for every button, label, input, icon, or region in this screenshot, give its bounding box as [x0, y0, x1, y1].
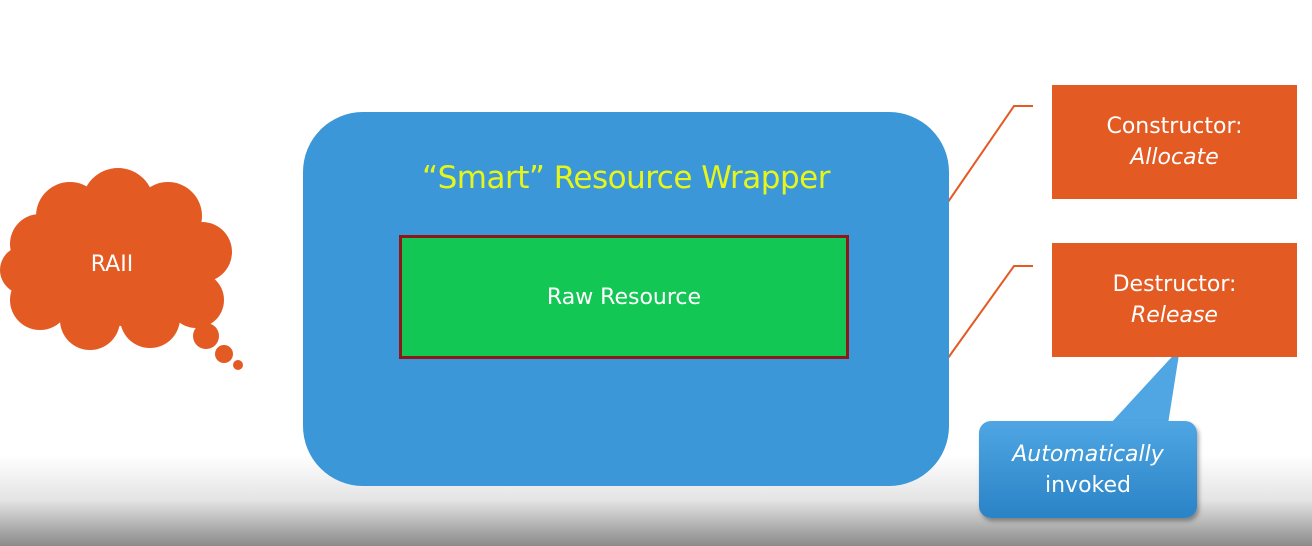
- wrapper-title: “Smart” Resource Wrapper: [422, 160, 830, 196]
- callout-invoked-label: invoked: [1045, 472, 1131, 498]
- release-label: Release: [1131, 303, 1218, 328]
- raii-thought-cloud: [0, 168, 243, 370]
- smart-resource-wrapper: “Smart” Resource Wrapper Raw Resource: [303, 112, 949, 486]
- destructor-box: Destructor: Release: [1052, 243, 1297, 357]
- callout-pointer: [1110, 348, 1180, 424]
- destructor-connector-line: [947, 265, 1033, 359]
- raw-resource-label: Raw Resource: [546, 284, 702, 310]
- constructor-label: Constructor:: [1106, 114, 1243, 139]
- constructor-connector-line: [947, 105, 1033, 203]
- destructor-label: Destructor:: [1112, 272, 1237, 297]
- automatically-invoked-callout: Automatically invoked: [979, 421, 1197, 518]
- raw-resource-box: Raw Resource: [399, 235, 849, 359]
- callout-automatically-label: Automatically: [1012, 441, 1164, 467]
- constructor-box: Constructor: Allocate: [1052, 85, 1297, 199]
- allocate-label: Allocate: [1130, 145, 1219, 170]
- raii-label: RAII: [90, 252, 134, 277]
